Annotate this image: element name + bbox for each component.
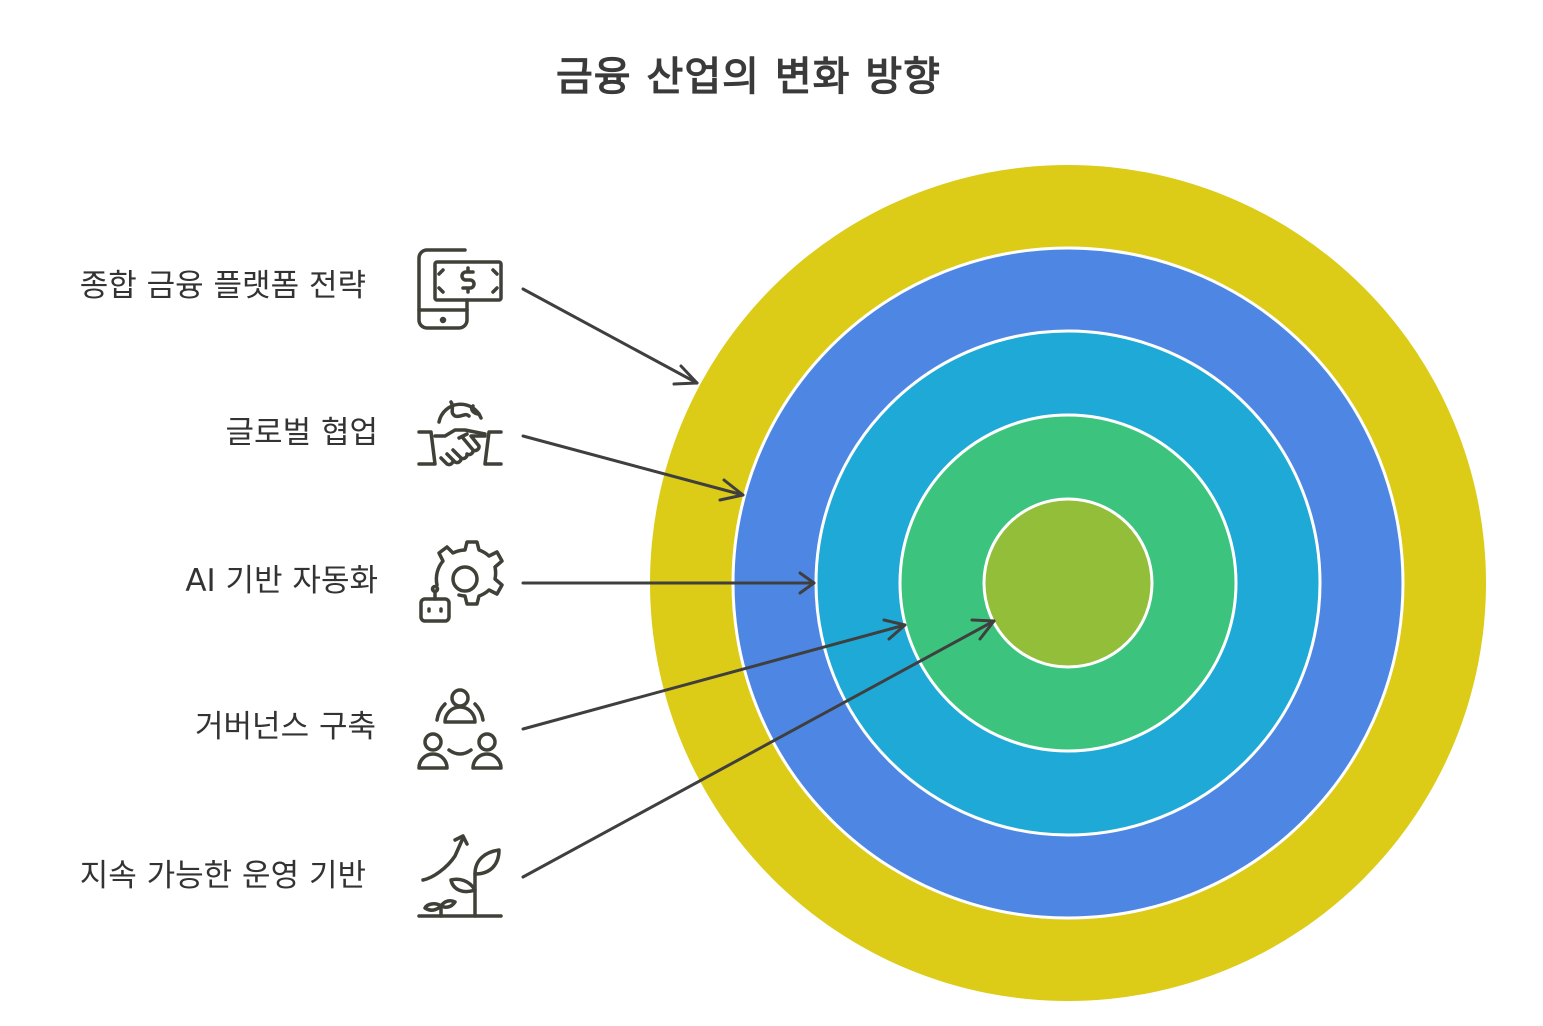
item-label-1: 종합 금융 플랫폼 전략	[79, 268, 366, 304]
mobile-money-icon	[415, 244, 505, 334]
growing-plant-icon	[415, 830, 505, 920]
arrow-1	[521, 287, 699, 386]
team-network-icon	[415, 684, 505, 774]
item-label-5: 지속 가능한 운영 기반	[79, 858, 366, 894]
arrow-2	[521, 434, 745, 502]
item-label-3: AI 기반 자동화	[185, 563, 378, 599]
global-handshake-icon	[415, 392, 505, 482]
arrow-5	[521, 618, 996, 879]
arrow-4	[521, 618, 907, 731]
ring-center	[982, 497, 1154, 669]
robot-gear-icon	[415, 539, 505, 629]
item-label-2: 글로벌 협업	[225, 415, 378, 451]
item-label-4: 거버넌스 구축	[195, 709, 376, 745]
arrow-3	[521, 571, 816, 595]
page-title: 금융 산업의 변화 방향	[556, 54, 941, 100]
